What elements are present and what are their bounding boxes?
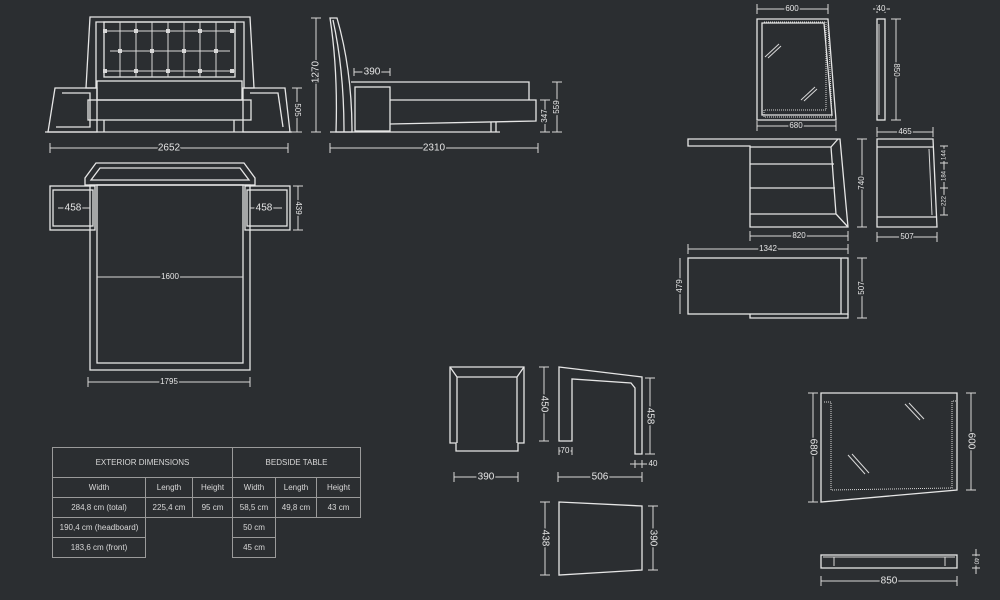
cell: 183,6 cm (front) [52, 537, 146, 558]
dim-table-depth-top: 439 [294, 201, 303, 215]
dim-drawer-1: 144 [942, 149, 948, 160]
cell: 190,4 cm (headboard) [52, 517, 146, 538]
dim-mirror-depth: 40 [877, 4, 886, 13]
dim-wide-width: 850 [881, 576, 898, 587]
dim-390-top: 390 [647, 530, 658, 547]
empty-cell [275, 517, 361, 558]
dim-right-table: 458 [256, 203, 273, 214]
bed-front-view: 2652 505 [45, 16, 303, 155]
col-length: Length [275, 477, 317, 498]
dim-mattress-width: 1600 [161, 272, 179, 281]
header-bedside-table: BEDSIDE TABLE [232, 447, 361, 478]
cell: 43 cm [316, 497, 361, 518]
dim-mirror-height: 850 [892, 63, 901, 77]
desk-views: 740 820 1342 465 507 144 184 222 479 507 [674, 126, 949, 319]
col-height: Height [316, 477, 361, 498]
cell: 284,8 cm (total) [52, 497, 146, 518]
dim-table-depth: 390 [364, 67, 381, 78]
dimensions-table: EXTERIOR DIMENSIONS BEDSIDE TABLE Width … [52, 447, 361, 558]
dim-wide-depth: 40 [972, 558, 978, 565]
dim-wide-left: 680 [807, 439, 818, 456]
cell: 58,5 cm [232, 497, 276, 518]
dim-side-height: 505 [293, 103, 302, 117]
col-height: Height [192, 477, 233, 498]
dim-desk-body: 820 [792, 231, 806, 240]
tall-mirror-views: 600 680 40 850 [756, 3, 902, 132]
dim-347: 347 [540, 109, 549, 123]
dim-drawer-2: 184 [942, 170, 948, 181]
dim-desk-total: 1342 [759, 244, 777, 253]
cell: 45 cm [232, 537, 276, 558]
dim-70: 70 [561, 446, 570, 455]
dim-desk-height: 740 [857, 176, 866, 190]
cell: 95 cm [192, 497, 233, 518]
dim-bed-length: 2310 [423, 143, 446, 154]
dim-desk-side-top: 465 [898, 127, 912, 136]
wide-mirror-views: 680 600 40 850 [806, 392, 980, 588]
col-width: Width [232, 477, 276, 498]
col-length: Length [145, 477, 193, 498]
table-row: 284,8 cm (total) 225,4 cm 95 cm 58,5 cm … [52, 497, 361, 518]
empty-cell [145, 517, 233, 558]
dim-458: 458 [644, 408, 655, 425]
bed-side-view: 1270 390 2310 559 347 [309, 17, 563, 155]
dim-left-table: 458 [65, 203, 82, 214]
dim-headboard-height: 1270 [311, 60, 322, 83]
dim-bed-width: 2652 [158, 143, 181, 154]
dim-desk-side-bottom: 507 [900, 232, 914, 241]
dim-438: 438 [539, 530, 550, 547]
dim-drawer-3: 222 [942, 195, 948, 206]
dim-40: 40 [649, 459, 658, 468]
table-row: 183,6 cm (front) 45 cm [52, 537, 361, 558]
dim-total-width: 1795 [160, 377, 178, 386]
dim-559: 559 [552, 100, 561, 114]
dim-desk-top-left: 479 [675, 279, 684, 293]
header-exterior-dimensions: EXTERIOR DIMENSIONS [52, 447, 233, 478]
dim-nightstand-width: 390 [478, 472, 495, 483]
table-row: 190,4 cm (headboard) 50 cm [52, 517, 361, 558]
dim-mirror-top: 600 [785, 4, 799, 13]
cell: 225,4 cm [145, 497, 193, 518]
cell: 49,8 cm [275, 497, 317, 518]
dim-wide-right: 600 [965, 433, 976, 450]
col-width: Width [52, 477, 146, 498]
dim-506: 506 [592, 472, 609, 483]
bed-top-view: 458 458 439 1600 1795 [49, 162, 304, 388]
cell: 50 cm [232, 517, 276, 538]
dim-desk-top-right: 507 [857, 281, 866, 295]
tufting-buttons [103, 29, 234, 73]
dim-450: 450 [538, 396, 549, 413]
dim-mirror-bottom: 680 [789, 121, 803, 130]
nightstand-views: 390 450 458 70 40 506 438 390 [449, 366, 660, 576]
